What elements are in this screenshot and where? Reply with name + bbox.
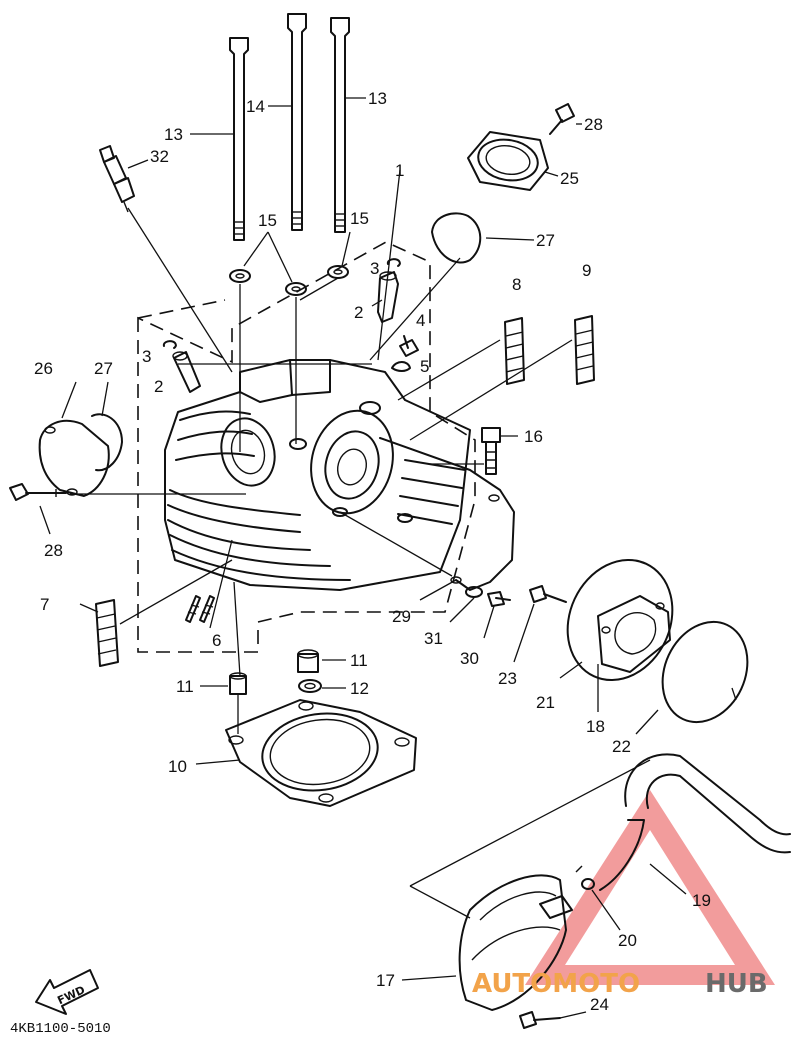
head-bolt-14: [287, 13, 307, 231]
dowel-11-left: [229, 672, 247, 695]
watermark-text: AUTOMOTO HUB: [472, 969, 768, 999]
callout-5: 5: [420, 357, 429, 376]
callout-16: 16: [524, 427, 543, 446]
watermark-auto: AUTOMOTO: [472, 969, 640, 999]
clip-3-upper: [386, 258, 401, 267]
bolt-24: [519, 1011, 561, 1029]
cylinder-head: [164, 359, 471, 591]
head-bolt-13-right: [330, 17, 350, 233]
breather-hose-19: [599, 753, 791, 891]
callout-18: 18: [586, 717, 605, 736]
dowel-9: [574, 315, 595, 385]
callout-14: 14: [246, 97, 265, 116]
tappet-cover-26: [38, 419, 110, 497]
callout-29: 29: [392, 607, 411, 626]
watermark-hub: HUB: [705, 969, 768, 999]
callout-1: 1: [395, 161, 404, 180]
callout-22: 22: [612, 737, 631, 756]
bolt-16: [481, 427, 501, 475]
callout-11b: 11: [176, 677, 194, 696]
bolt-30: [487, 591, 511, 607]
callout-15a: 15: [258, 211, 277, 230]
clip-5: [391, 361, 411, 372]
callout-labels: 13 14 13 32 15 15 1 28 25 27 3 2 4 5 8 9…: [34, 89, 711, 1014]
callout-32: 32: [150, 147, 169, 166]
callout-8: 8: [512, 275, 521, 294]
callout-27b: 27: [94, 359, 113, 378]
callout-15b: 15: [350, 209, 369, 228]
gasket-27-upper: [431, 212, 482, 264]
valve-guide-2-upper: [377, 271, 399, 323]
callout-17: 17: [376, 971, 395, 990]
callout-2b: 2: [154, 377, 163, 396]
callout-4: 4: [416, 311, 425, 330]
callout-3b: 3: [142, 347, 151, 366]
clip-20: [575, 865, 595, 890]
studs-6: [185, 595, 215, 623]
callout-13b: 13: [368, 89, 387, 108]
callout-24: 24: [590, 995, 609, 1014]
gasket-21: [566, 558, 674, 682]
bolt-28-upper: [549, 103, 575, 135]
clip-3-lower: [162, 340, 177, 349]
callout-28b: 28: [44, 541, 63, 560]
bolt-28-lower: [9, 483, 67, 501]
diagram-code: 4KB1100-5010: [10, 1021, 111, 1037]
fwd-label: FWD: [55, 983, 87, 1007]
head-gasket-10: [225, 699, 417, 807]
callout-21: 21: [536, 693, 555, 712]
intake-joint-25: [467, 131, 549, 191]
watermark-triangle: [525, 790, 775, 985]
bolt-4: [399, 335, 419, 357]
valve-guide-2-lower: [172, 351, 201, 393]
callout-26: 26: [34, 359, 53, 378]
callout-30: 30: [460, 649, 479, 668]
callout-2a: 2: [354, 303, 363, 322]
callout-6: 6: [212, 631, 221, 650]
callout-12: 12: [350, 679, 369, 698]
washers-15: [229, 265, 349, 296]
o-ring-12: [298, 679, 322, 693]
gasket-29: [379, 437, 515, 591]
gasket-27-lower: [91, 413, 123, 472]
head-bolt-13-left: [229, 37, 249, 241]
callout-11a: 11: [350, 651, 368, 670]
watermark-logo: [525, 790, 775, 985]
callout-19: 19: [692, 891, 711, 910]
washer-31: [465, 586, 483, 598]
callout-27a: 27: [536, 231, 555, 250]
callout-20: 20: [618, 931, 637, 950]
callout-31: 31: [424, 629, 443, 648]
callout-7: 7: [40, 595, 49, 614]
cover-18: [597, 595, 671, 673]
callout-13a: 13: [164, 125, 183, 144]
callout-9: 9: [582, 261, 591, 280]
bolt-23: [529, 585, 567, 603]
callout-23: 23: [498, 669, 517, 688]
dowel-11-right: [297, 649, 319, 673]
gasket-22: [661, 620, 749, 724]
spark-plug-32: [99, 145, 135, 213]
callout-28a: 28: [584, 115, 603, 134]
callout-25: 25: [560, 169, 579, 188]
dowel-8: [504, 317, 525, 385]
callout-3a: 3: [370, 259, 379, 278]
dowel-7: [95, 599, 119, 667]
cover-17: [458, 874, 573, 1011]
forward-arrow: FWD: [35, 969, 99, 1015]
leader-lines: [39, 97, 737, 1019]
callout-10: 10: [168, 757, 187, 776]
assembly-outline: [137, 241, 476, 653]
